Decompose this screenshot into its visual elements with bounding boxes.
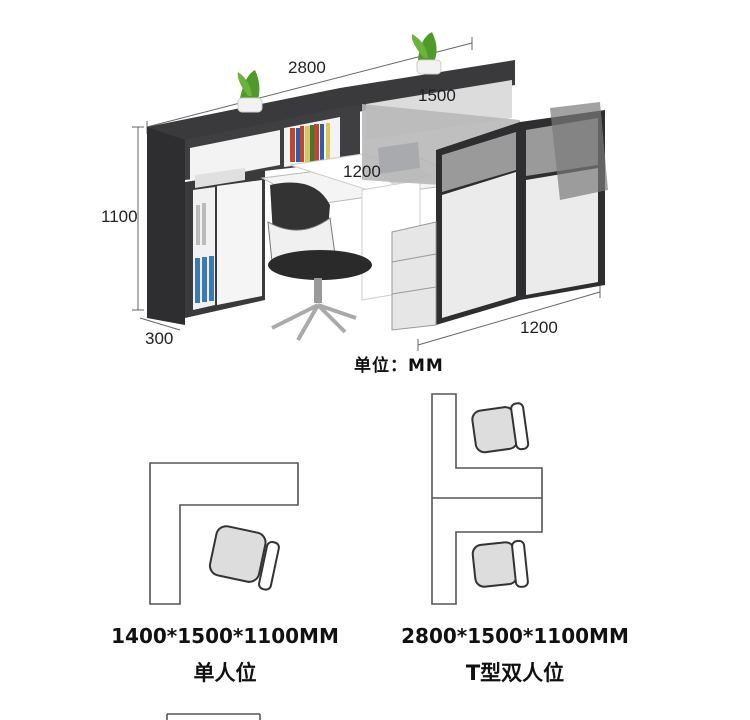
unit-label: 单位：MM — [354, 356, 444, 376]
drawer-unit — [391, 221, 437, 331]
dim-length: 2800 — [288, 58, 326, 77]
dim-depth: 1500 — [418, 86, 456, 105]
plant-icon — [411, 32, 442, 75]
single-seat-plan — [149, 462, 299, 605]
dimension-lines — [132, 37, 601, 351]
office-chair — [267, 182, 372, 341]
chair-icon — [208, 525, 280, 591]
single-seat-size: 1400*1500*1100MM — [111, 624, 339, 648]
dim-cabinet-depth: 300 — [145, 329, 174, 348]
t-double-seat-name: T型双人位 — [465, 661, 565, 685]
single-seat-name: 单人位 — [193, 661, 257, 685]
plant-icon — [237, 70, 263, 113]
t-double-seat-plan — [431, 393, 543, 605]
chair-icon — [471, 402, 530, 454]
dim-height: 1100 — [101, 207, 138, 226]
dim-desk-width: 1200 — [343, 162, 381, 181]
t-double-seat-size: 2800*1500*1100MM — [401, 624, 629, 648]
chair-icon — [471, 539, 529, 588]
dim-bottom-width: 1200 — [520, 318, 558, 337]
